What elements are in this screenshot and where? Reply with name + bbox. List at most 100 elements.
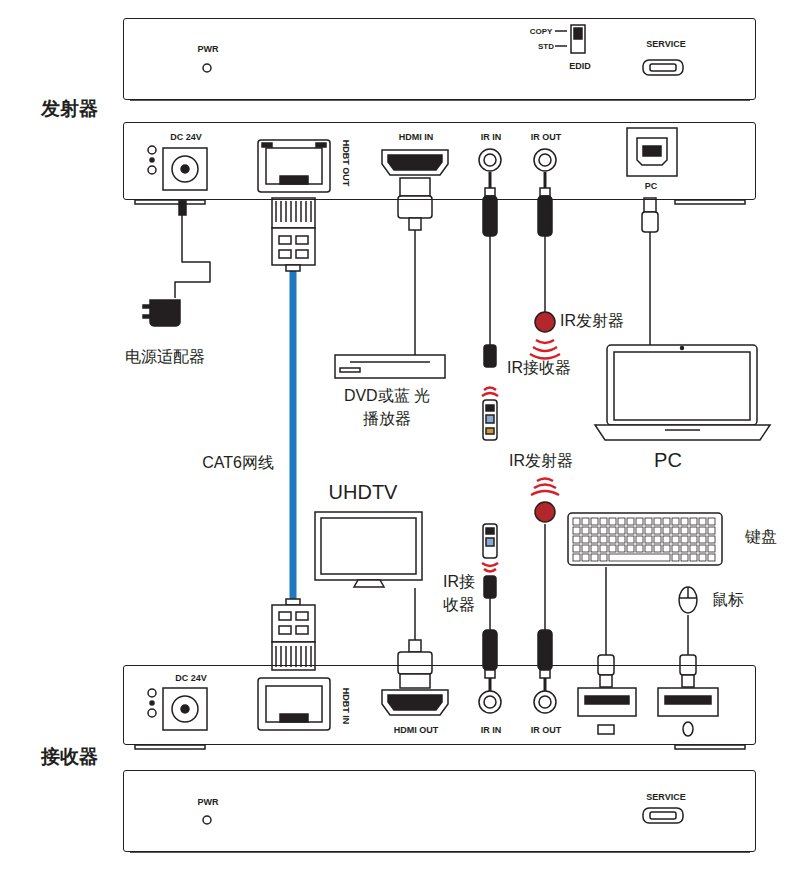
receiver-plugs: [398, 652, 432, 674]
keyboard-icon: [609, 527, 616, 534]
keyboard-icon: [609, 536, 616, 543]
uhdtv-icon: [321, 518, 416, 574]
mouse: 鼠标: [676, 585, 750, 615]
transmitter-plugs: [275, 201, 277, 222]
transmitter-plugs: [538, 196, 552, 236]
receiver-plugs: [290, 646, 292, 667]
panel-feet: [675, 200, 745, 204]
transmitter-ports: [163, 148, 207, 190]
receiver-ports: [479, 691, 501, 713]
receiver-ports: [148, 689, 156, 697]
panel-label: HDBT IN: [339, 688, 351, 725]
transmitter-plugs: [272, 228, 315, 265]
transmitter-plugs: [483, 196, 497, 236]
transmitter-plugs: [300, 201, 302, 222]
device-label: UHDTV: [329, 479, 398, 505]
keyboard-icon: [645, 536, 652, 543]
keyboard-icon: [681, 518, 688, 525]
receiver-ports: [181, 705, 189, 713]
receiver-ports: [163, 688, 207, 730]
receiver-plugs: [296, 612, 308, 620]
keyboard-icon: [645, 518, 652, 525]
dvd-player-icon: [335, 355, 445, 378]
ir-receiver-icon: [483, 524, 497, 558]
uhdtv-icon: [354, 580, 384, 587]
receiver-ports: [665, 696, 711, 704]
keyboard-icon: [708, 536, 715, 543]
dvd-player-icon: [335, 355, 445, 378]
receiver-plugs: [485, 670, 495, 678]
transmitter-plugs: [642, 212, 658, 232]
transmitter-top-details: [574, 28, 582, 39]
receiver-plugs: [295, 646, 297, 667]
receiver-ports: [148, 678, 718, 736]
keyboard-icon: [690, 518, 697, 525]
receiver-top-details: [650, 812, 676, 819]
ir-emitter: IR发射器: [505, 452, 585, 524]
transmitter-plugs: [280, 201, 282, 222]
keyboard-icon: [654, 536, 661, 543]
uhdtv-icon: [315, 512, 422, 587]
transmitter-ports: [316, 143, 326, 147]
receiver-plugs: [400, 674, 430, 688]
keyboard-icon: [690, 536, 697, 543]
keyboard-icon: [708, 554, 715, 561]
receiver-plugs: [296, 626, 308, 634]
keyboard-icon: [690, 545, 697, 552]
keyboard-icon: [600, 545, 607, 552]
keyboard-icon: [699, 536, 706, 543]
keyboard-icon: [609, 545, 616, 552]
receiver-plugs: [275, 646, 277, 667]
transmitter-ports: [627, 128, 677, 176]
transmitter-plugs: [544, 172, 547, 188]
panel-feet: [135, 200, 205, 204]
receiver-plugs: [544, 678, 547, 691]
panel-label: EDID: [569, 61, 591, 73]
receiver-ports: [150, 701, 154, 705]
transmitter-plugs: [279, 236, 291, 244]
keyboard-icon: [663, 527, 670, 534]
panel-label: 接收器: [41, 745, 98, 770]
pc: PC: [593, 345, 775, 472]
keyboard-icon: [618, 518, 625, 525]
panel-label: IR IN: [481, 132, 502, 144]
transmitter-plugs: [305, 201, 307, 222]
keyboard-icon: [690, 527, 697, 534]
ir-emitter: IR发射器: [530, 312, 640, 334]
keyboard-icon: [627, 527, 634, 534]
receiver-ports: [266, 686, 322, 722]
laptop-pc-icon: [665, 429, 700, 431]
ir-emitter-icon: [530, 312, 560, 522]
uhdtv: UHDTV: [312, 480, 427, 588]
transmitter-ports: [262, 143, 272, 147]
keyboard-icon: [582, 545, 589, 552]
panel-label: IR OUT: [531, 725, 562, 737]
keyboard-icon: [573, 554, 580, 561]
keyboard-icon: [672, 536, 679, 543]
dvd-player-icon: [340, 368, 360, 372]
transmitter-ports: [539, 154, 551, 166]
transmitter-ports: [280, 176, 308, 184]
receiver-ports: [658, 688, 718, 716]
receiver-ports: [484, 696, 496, 708]
transmitter-plugs: [285, 201, 287, 222]
mouse-icon: [687, 587, 689, 598]
device-label: 电源适配器: [125, 347, 205, 368]
power-adapter-icon: [143, 305, 150, 308]
keyboard-icon: [681, 527, 688, 534]
keyboard-icon: [591, 554, 598, 561]
panel-label: DC 24V: [175, 673, 207, 685]
mouse-icon: [679, 587, 697, 613]
keyboard-icon: [690, 554, 697, 561]
receiver-plugs: [272, 605, 315, 642]
keyboard-icon: [708, 518, 715, 525]
keyboard-icon: [627, 536, 634, 543]
panel-label: IR OUT: [531, 132, 562, 144]
keyboard-icon: [699, 527, 706, 534]
keyboard-icon: [672, 545, 679, 552]
transmitter-top-details: [650, 64, 676, 71]
receiver-plugs: [310, 646, 312, 667]
ir-emitter-icon: [535, 502, 555, 522]
keyboard-icon: [591, 536, 598, 543]
receiver-ports: [578, 688, 636, 716]
